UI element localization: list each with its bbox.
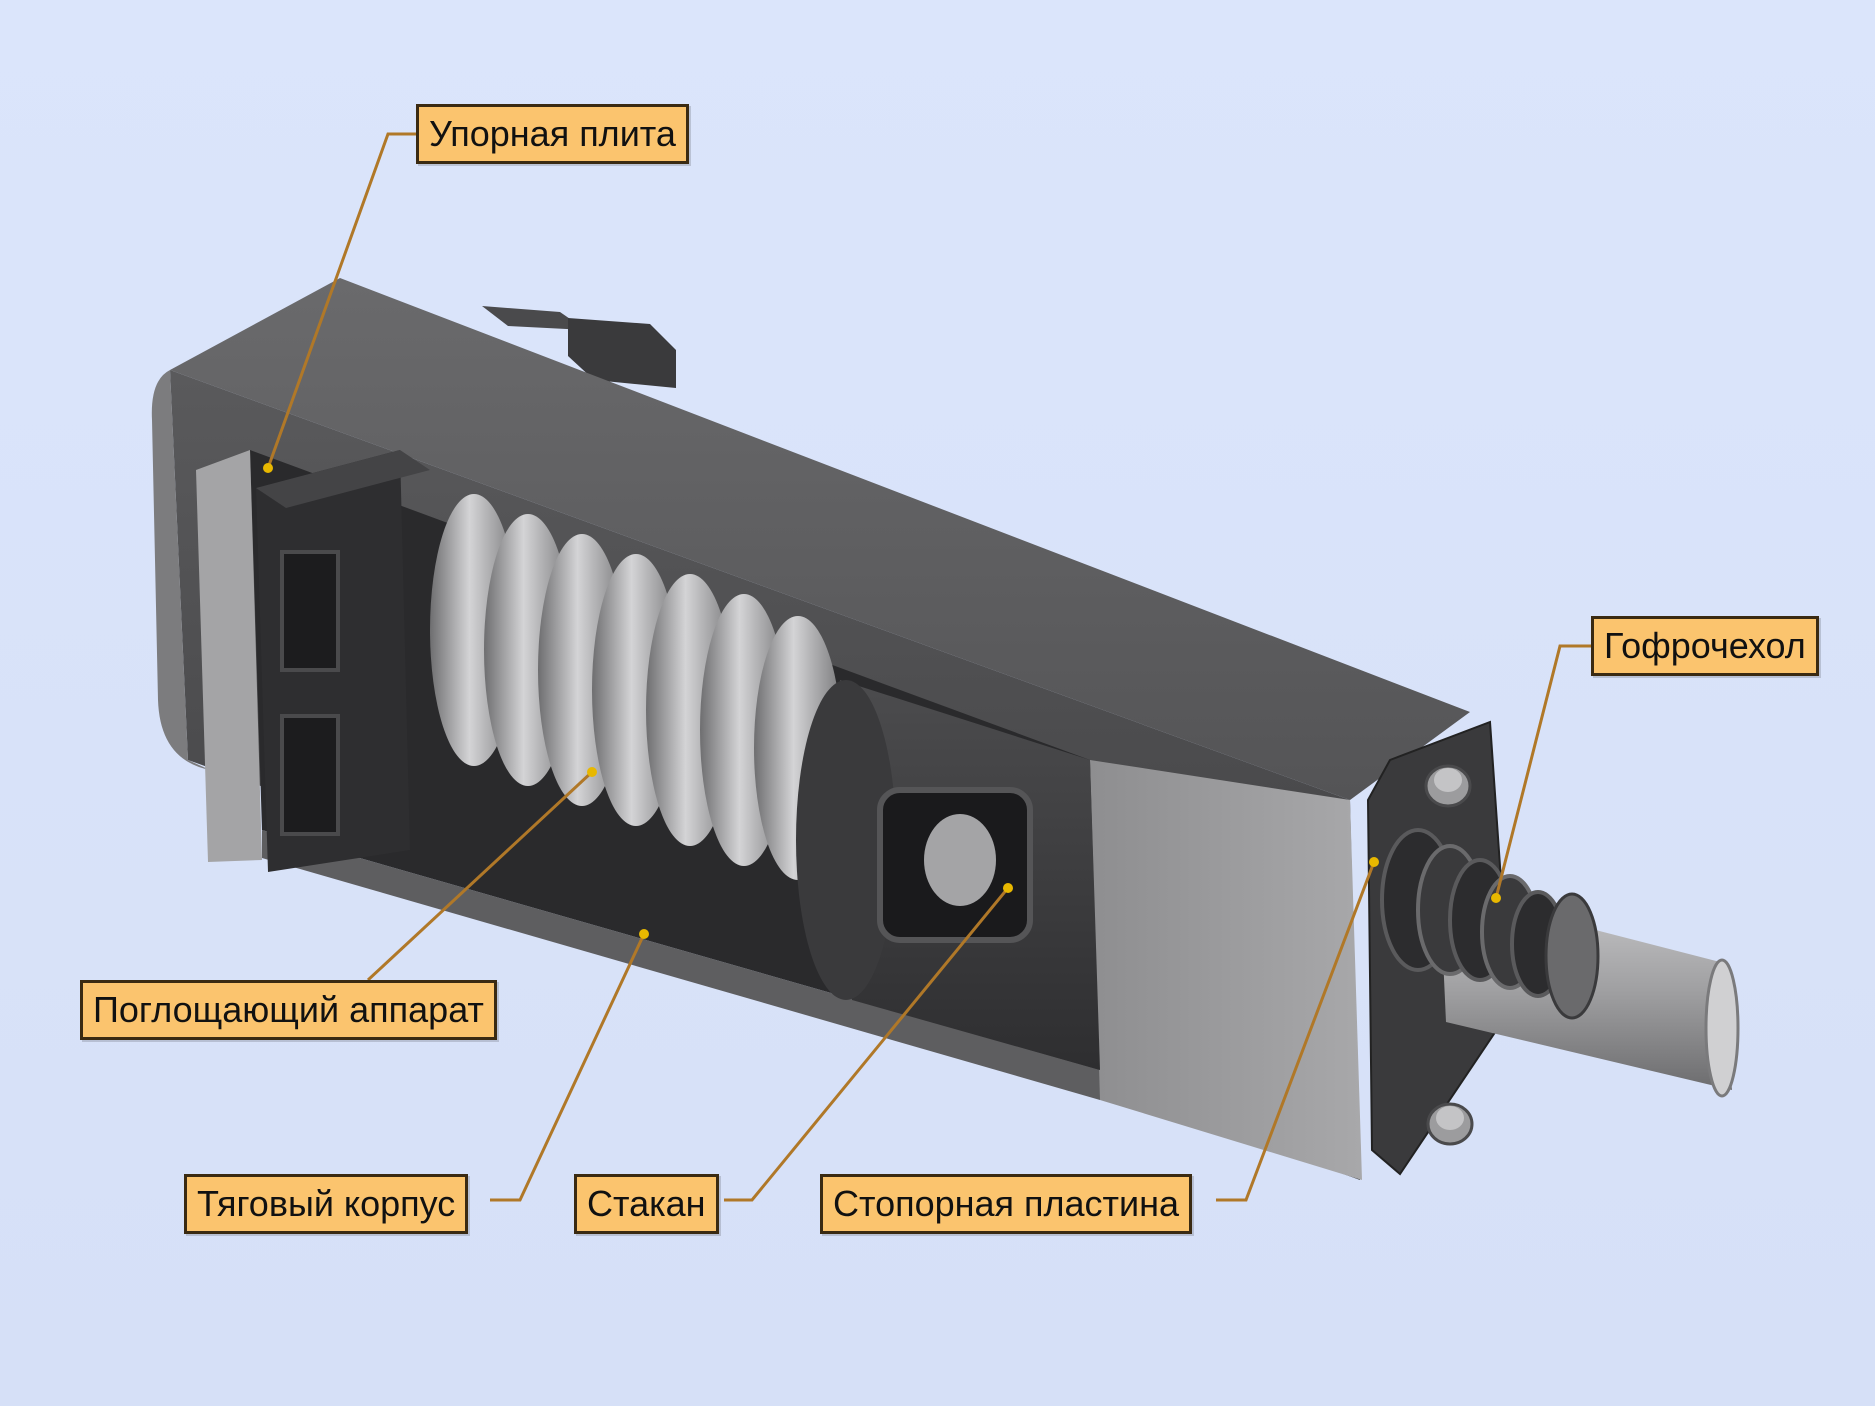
housing-left-end xyxy=(151,370,210,770)
leader-dots xyxy=(263,463,1501,939)
callout-stopornaya-plastina: Стопорная пластина xyxy=(820,1174,1193,1234)
leader-lines xyxy=(266,132,1594,1202)
dot-stakan xyxy=(1003,883,1013,893)
leader-tyagovyy-korpus xyxy=(490,933,646,1202)
callout-tyagovyy-korpus: Тяговый корпус xyxy=(184,1174,469,1234)
dot-pogloshchayushchiy-apparat xyxy=(587,767,597,777)
leader-pogloshchayushchiy-apparat xyxy=(366,770,594,982)
leader-gofrochehol xyxy=(1494,644,1594,899)
housing-right-block xyxy=(1090,760,1362,1180)
dot-tyagovyy-korpus xyxy=(639,929,649,939)
dot-stopornaya-plastina xyxy=(1369,857,1379,867)
leader-stopornaya-plastina xyxy=(1216,861,1376,1202)
callout-pogloshchayushchiy-apparat: Поглощающий аппарат xyxy=(80,980,497,1040)
callout-upornaya-plita: Упорная плита xyxy=(416,104,689,164)
housing-top-face xyxy=(170,278,1470,800)
callout-gofrochehol: Гофрочехол xyxy=(1591,616,1819,676)
dot-upornaya-plita xyxy=(263,463,273,473)
leader-upornaya-plita xyxy=(266,132,420,469)
leader-stakan xyxy=(724,887,1010,1202)
shaft-nut xyxy=(1544,892,1600,1020)
top-lug xyxy=(482,306,676,388)
bolt-top xyxy=(1424,764,1472,808)
spring xyxy=(430,494,842,880)
bolt-bottom xyxy=(1426,1102,1474,1146)
callout-stakan: Стакан xyxy=(574,1174,719,1234)
cup xyxy=(796,680,1100,1070)
thrust-plate xyxy=(196,450,430,872)
dot-gofrochehol xyxy=(1491,893,1501,903)
